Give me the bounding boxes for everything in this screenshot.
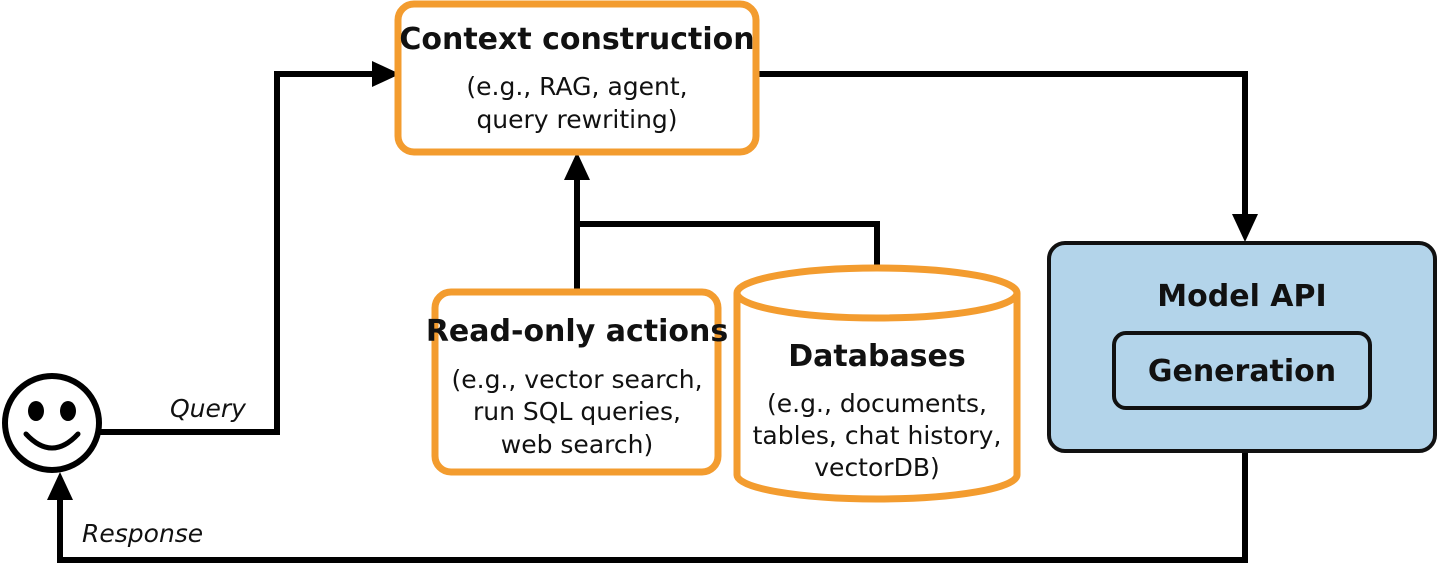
query-edge [100,61,400,435]
context-construction-line-1: (e.g., RAG, agent, [466,72,687,101]
query-label: Query [170,394,247,423]
databases-line-2: tables, chat history, [753,421,1002,450]
sources-to-context-edge [564,152,880,295]
context-to-model-edge [757,71,1258,242]
databases-line-3: vectorDB) [814,453,939,482]
read-only-actions-line-1: (e.g., vector search, [451,365,702,394]
model-api-node: Model API Generation [1047,241,1437,453]
context-construction-line-2: query rewriting) [476,105,677,134]
databases-title: Databases [788,339,966,374]
read-only-actions-line-3: web search) [501,430,653,459]
read-only-actions-line-2: run SQL queries, [473,397,681,426]
context-construction-node: Context construction (e.g., RAG, agent, … [394,0,760,156]
read-only-actions-node: Read-only actions (e.g., vector search, … [426,288,728,476]
read-only-actions-title: Read-only actions [426,314,728,349]
response-label: Response [82,519,203,548]
databases-node: Databases (e.g., documents, tables, chat… [733,264,1021,503]
response-edge [47,452,1248,563]
model-api-title: Model API [1157,279,1326,314]
generation-label: Generation [1148,354,1336,389]
generation-box [1112,331,1372,410]
databases-line-1: (e.g., documents, [767,389,987,418]
user-smiley-icon [2,373,102,473]
context-construction-title: Context construction [399,22,754,57]
